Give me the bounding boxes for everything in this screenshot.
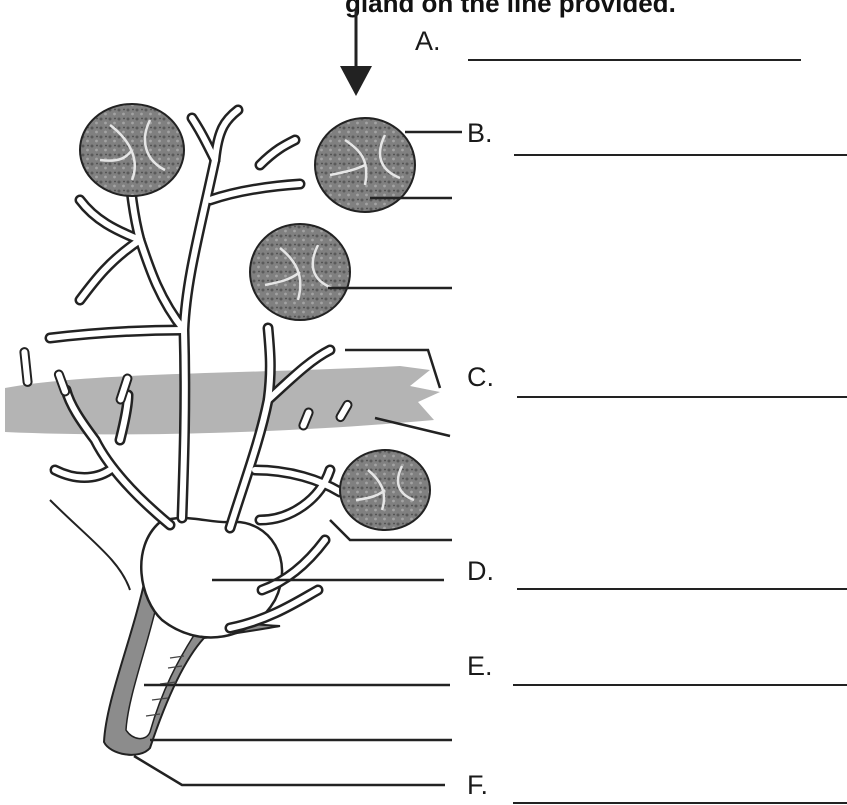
answer-blank-f[interactable] [513,802,847,804]
leader-line-f [134,756,445,785]
answer-blank-a[interactable] [468,59,801,61]
pointer-arrow [340,8,372,96]
label-b: B. [467,118,493,149]
label-e: E. [467,651,493,682]
answer-blank-d[interactable] [517,588,847,590]
label-d: D. [467,556,494,587]
answer-blank-e[interactable] [513,684,847,686]
label-c: C. [467,362,494,393]
answer-blank-b[interactable] [514,154,847,156]
lobule-top-left [80,104,184,196]
answer-blank-c[interactable] [517,396,847,398]
lobule-lower [340,450,430,530]
label-f: F. [467,770,488,801]
label-a: A. [415,26,441,57]
outer-outline [50,500,130,590]
lobule-middle [250,224,350,320]
